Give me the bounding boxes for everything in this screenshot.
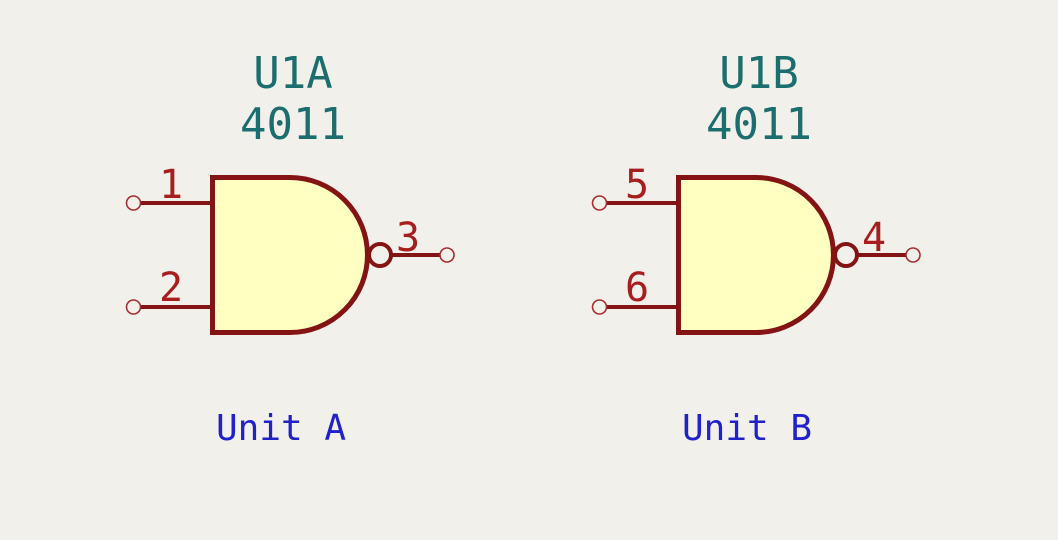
unit-label[interactable]: Unit B [682,408,813,449]
pin-number: 4 [861,215,887,261]
reference-designator[interactable]: U1A [253,48,333,99]
gate-body[interactable] [210,175,370,335]
pin-end-circle[interactable] [125,299,142,315]
nand-gate-symbol [125,175,455,335]
inversion-bubble [833,242,859,268]
pin-number: 3 [395,215,421,261]
inversion-bubble [367,242,393,268]
pin-end-circle[interactable] [439,247,455,263]
pin-number: 1 [158,162,184,208]
component-value[interactable]: 4011 [706,99,812,150]
pin-end-circle[interactable] [905,247,921,263]
pin-end-circle[interactable] [591,299,608,315]
pin-end-circle[interactable] [591,195,608,211]
pin-end-circle[interactable] [125,195,142,211]
pin-number: 2 [158,265,184,311]
nand-gate-unit-a[interactable]: U1A 4011 1 2 3 Unit A [0,0,470,540]
gate-body[interactable] [676,175,836,335]
pin-number: 5 [624,162,650,208]
reference-designator[interactable]: U1B [719,48,799,99]
nand-gate-symbol [591,175,921,335]
component-value[interactable]: 4011 [240,99,346,150]
unit-label[interactable]: Unit A [216,408,347,449]
pin-number: 6 [624,265,650,311]
nand-gate-unit-b[interactable]: U1B 4011 5 6 4 Unit B [466,0,936,540]
